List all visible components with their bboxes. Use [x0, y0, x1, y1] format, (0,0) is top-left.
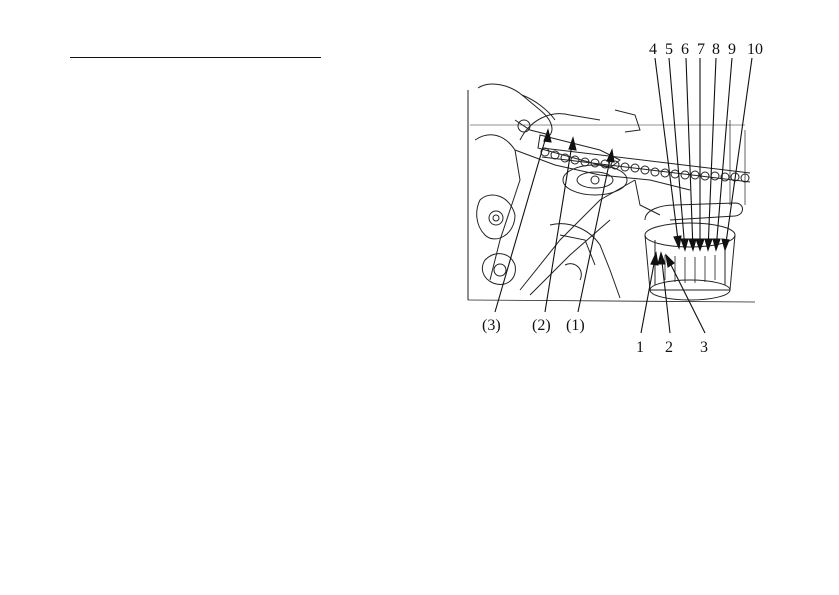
label-part-2: (2) [532, 317, 551, 334]
scale-number-1: 1 [636, 339, 644, 356]
leader-top-6 [686, 58, 693, 250]
scale-number-6: 6 [681, 41, 689, 58]
swingarm-end [635, 180, 660, 215]
adjuster-face [645, 223, 735, 247]
upper-frame [520, 114, 600, 140]
engine-outline [475, 135, 520, 280]
arrowhead-bottom-2 [658, 253, 665, 264]
scale-number-4: 4 [649, 41, 657, 58]
axle-plate-top [645, 203, 743, 220]
scale-number-8: 8 [712, 41, 720, 58]
arrowhead-top-7 [696, 239, 704, 250]
leader-top-4 [655, 58, 679, 248]
leader-top-5 [669, 58, 685, 250]
label-part-1: (1) [566, 317, 585, 334]
arrowhead-top-10 [722, 239, 729, 250]
scale-number-7: 7 [697, 41, 705, 58]
leader-bottom-1 [641, 253, 656, 333]
leader-top-8 [708, 58, 716, 250]
sprocket-center [591, 176, 599, 184]
lower-bolt [494, 264, 506, 276]
swingarm-strut [520, 180, 635, 290]
chain-adjuster-figure: (3) (2) (1) 4 5 6 7 8 9 10 1 2 3 [460, 40, 780, 360]
scale-number-2: 2 [665, 339, 673, 356]
arrowhead-bottom-3 [666, 255, 674, 267]
arrowhead-2 [569, 138, 576, 150]
line-art [468, 84, 755, 302]
bracket-curve [565, 264, 581, 280]
arrowhead-top-8 [705, 239, 712, 250]
label-part-3: (3) [482, 317, 501, 334]
hand-outline [478, 84, 552, 135]
bolt-center [493, 215, 499, 221]
leader-bottom-3 [666, 255, 705, 333]
bolt [489, 211, 503, 225]
header-rule [70, 57, 321, 58]
drive-chain [541, 148, 750, 182]
frame-bottom-edge [468, 300, 755, 302]
sprocket-bracket [615, 110, 640, 132]
sprocket [563, 165, 627, 195]
swingarm-strut-2 [530, 220, 610, 295]
scale-number-10: 10 [747, 41, 763, 58]
leader-2 [545, 138, 573, 312]
swingarm-top [515, 150, 690, 190]
arrowhead-top-6 [689, 239, 696, 250]
scale-number-9: 9 [728, 41, 736, 58]
figure-svg: (3) (2) (1) 4 5 6 7 8 9 10 1 2 3 [460, 40, 780, 360]
scale-number-5: 5 [665, 41, 673, 58]
arrowhead-top-5 [681, 239, 688, 250]
engine-cover [477, 195, 515, 239]
bracket-inner [560, 235, 595, 265]
scale-number-3: 3 [700, 339, 708, 356]
